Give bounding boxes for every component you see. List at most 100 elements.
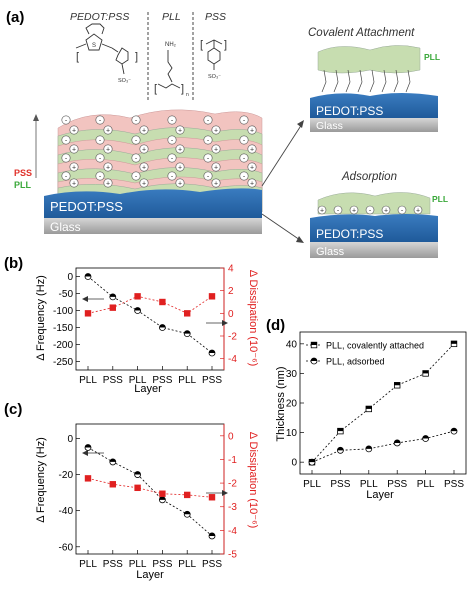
header-pedotpss: PEDOT:PSS xyxy=(70,11,129,23)
adsorption-pll: PLL xyxy=(432,194,448,204)
y-tick-label: -50 xyxy=(59,289,74,300)
data-point xyxy=(109,304,116,311)
data-point-fill xyxy=(337,428,344,432)
y2-tick-label: 0 xyxy=(228,431,234,442)
data-point xyxy=(183,310,191,317)
y-tick-label: -150 xyxy=(53,323,73,334)
y2-tick-label: -4 xyxy=(228,354,237,365)
charge-circle xyxy=(139,144,149,154)
plot-frame xyxy=(299,331,467,475)
data-point-fill xyxy=(209,532,215,536)
pss-sulfonate: SO₃⁻ xyxy=(208,74,221,80)
charge-circle xyxy=(103,144,113,154)
charge-sign: + xyxy=(72,181,76,188)
charge-sign: + xyxy=(142,165,146,172)
charge-sign: + xyxy=(106,147,110,154)
charge-sign: - xyxy=(65,138,68,145)
pedot-sulfonate: SO₃⁻ xyxy=(118,78,131,84)
charge-sign: - xyxy=(65,156,68,163)
data-point-fill xyxy=(366,406,372,409)
charge-circle xyxy=(61,171,71,181)
side-label-pss: PSS xyxy=(14,168,32,178)
data-point-fill xyxy=(109,458,116,462)
data-point-fill xyxy=(451,341,457,344)
charge-circle xyxy=(317,205,327,215)
charge-circle xyxy=(381,205,391,215)
x-tick-label: PLL xyxy=(303,479,321,490)
charge-sign: + xyxy=(178,147,182,154)
data-point-fill xyxy=(184,330,191,334)
chart-d-xlabel: Layer xyxy=(366,489,394,501)
adsorption-glass: Glass xyxy=(316,246,345,258)
charge-circle xyxy=(167,115,177,125)
data-point xyxy=(208,494,216,501)
data-point xyxy=(159,490,166,497)
covalent-glass: Glass xyxy=(316,120,343,132)
chart-b-ylabel: Δ Frequency (Hz) xyxy=(35,275,47,361)
charge-circle xyxy=(397,205,407,215)
charge-sign: + xyxy=(416,208,420,215)
x-tick-label: PSS xyxy=(103,375,123,386)
pedot-label: PEDOT:PSS xyxy=(50,199,123,214)
data-point xyxy=(109,481,116,488)
data-point xyxy=(208,293,216,300)
data-point-fill xyxy=(85,444,91,448)
x-tick-label: PSS xyxy=(202,559,222,570)
charge-sign: - xyxy=(207,138,210,145)
charge-sign: + xyxy=(320,208,324,215)
series-line xyxy=(311,343,455,463)
charge-sign: + xyxy=(106,128,110,135)
svg-text:]: ] xyxy=(135,51,138,63)
x-tick-label: PSS xyxy=(152,559,172,570)
charge-circle xyxy=(203,115,213,125)
charge-sign: + xyxy=(214,181,218,188)
y2-tick-label: -2 xyxy=(228,479,237,490)
data-point-fill xyxy=(134,471,141,475)
data-point xyxy=(84,310,92,317)
charge-sign: + xyxy=(178,165,182,172)
pss-structure: [ ] xyxy=(200,39,227,70)
data-point-fill xyxy=(394,382,400,386)
charge-circle xyxy=(139,178,149,188)
y-tick-label: -250 xyxy=(53,357,73,368)
panel-c: (c) Δ Frequency (Hz) Δ Dissipation (10⁻⁶… xyxy=(4,401,259,581)
data-point-fill xyxy=(184,511,191,515)
charge-sign: - xyxy=(135,118,138,125)
charge-sign: + xyxy=(178,128,182,135)
charge-circle xyxy=(211,125,221,135)
y-tick-label: -40 xyxy=(59,506,74,517)
svg-text:S: S xyxy=(92,43,96,49)
charge-circle xyxy=(131,153,141,163)
charge-circle xyxy=(131,115,141,125)
y2-tick-label: 4 xyxy=(228,264,234,275)
plot-frame xyxy=(75,423,225,555)
charge-sign: + xyxy=(142,147,146,154)
chart-c-ylabel: Δ Frequency (Hz) xyxy=(35,437,47,523)
charge-circle xyxy=(247,125,257,135)
charge-sign: - xyxy=(207,156,210,163)
charge-sign: + xyxy=(142,181,146,188)
covalent-pll: PLL xyxy=(424,52,440,62)
series-line xyxy=(87,295,213,314)
data-point xyxy=(84,475,92,482)
x-tick-label: PSS xyxy=(330,479,350,490)
y2-tick-label: 2 xyxy=(228,286,234,297)
charge-sign: - xyxy=(207,174,210,181)
y-tick-label: 30 xyxy=(286,369,298,380)
charge-sign: - xyxy=(243,138,246,145)
panel-b-label: (b) xyxy=(4,255,23,272)
data-point-fill xyxy=(365,445,372,449)
charge-circle xyxy=(69,178,79,188)
charge-sign: - xyxy=(135,138,138,145)
plot-frame xyxy=(75,267,225,371)
series-line xyxy=(87,447,213,537)
charge-sign: - xyxy=(401,208,404,215)
legend-label: PLL, adsorbed xyxy=(326,357,385,367)
charge-sign: + xyxy=(106,181,110,188)
charge-sign: + xyxy=(250,147,254,154)
y-tick-label: 0 xyxy=(67,272,73,283)
arrow-to-adsorption xyxy=(261,213,301,241)
data-point-fill xyxy=(422,435,429,439)
